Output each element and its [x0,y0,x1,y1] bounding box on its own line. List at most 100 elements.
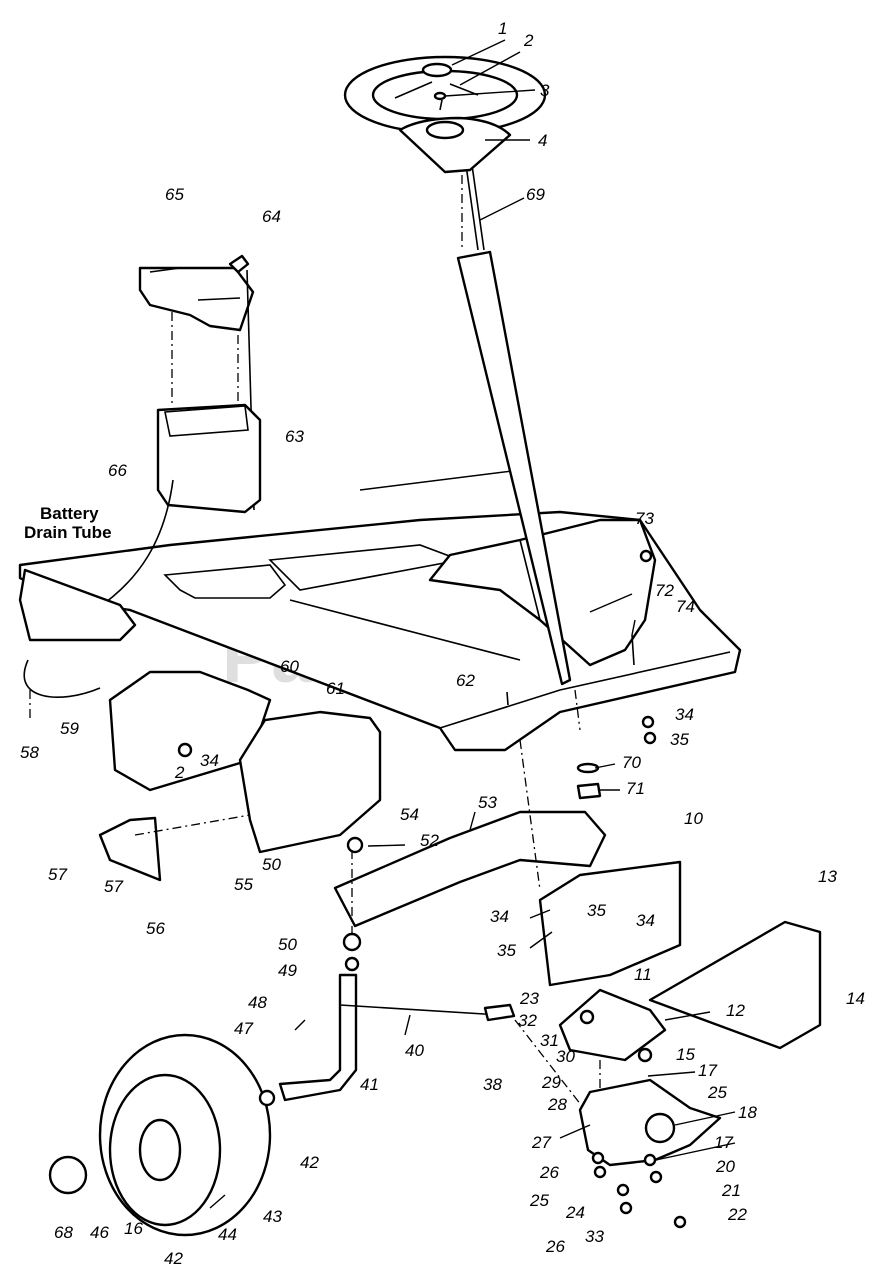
leader-lines [209,39,736,1209]
part-number-14: 14 [846,989,865,1008]
part-number-18: 18 [738,1103,757,1122]
steering-column [456,164,572,686]
part-number-68: 68 [54,1223,73,1242]
part-number-52: 52 [420,831,439,850]
front-wheel [98,1033,272,1237]
part-number-30: 30 [556,1047,575,1066]
drag-link [339,1004,501,1016]
part-number-63: 63 [285,427,304,446]
part-number-20: 20 [715,1157,735,1176]
part-number-23: 23 [519,989,539,1008]
left-frame-bracket [18,568,137,642]
part-number-12: 12 [726,1001,745,1020]
battery-drain-tube [94,479,174,611]
part-number-35c: 35 [497,941,516,960]
pinion-gear [644,1112,676,1144]
spindle [278,973,358,1102]
part-number-50b: 50 [278,935,297,954]
part-number-17b: 17 [714,1133,733,1152]
part-number-13: 13 [818,867,837,886]
part-number-61: 61 [326,679,345,698]
part-number-labels: 1 2 3 4 69 65 64 63 66 73 72 74 62 34 35… [20,19,865,1268]
part-number-26a: 26 [539,1163,559,1182]
part-number-28: 28 [547,1095,567,1114]
part-number-22: 22 [727,1205,747,1224]
part-number-50a: 50 [262,855,281,874]
part-number-74: 74 [676,597,695,616]
part-number-69: 69 [526,185,545,204]
reference-lines [29,175,601,1111]
part-number-26b: 26 [545,1237,565,1256]
part-number-73: 73 [635,509,654,528]
part-number-43: 43 [263,1207,282,1226]
part-number-11: 11 [634,965,652,984]
part-number-24: 24 [565,1203,585,1222]
front-shield-right [238,710,382,854]
battery [156,403,262,514]
part-number-10: 10 [684,809,703,828]
part-number-2: 2 [523,31,534,50]
steering-cover [648,920,822,1050]
part-number-57b: 57 [104,877,123,896]
part-number-34d: 34 [636,911,655,930]
part-number-72: 72 [655,581,674,600]
callout-battery: Battery [40,504,99,523]
part-number-3: 3 [540,81,550,100]
part-number-15: 15 [676,1045,695,1064]
front-axle [333,810,607,928]
part-number-29: 29 [541,1073,561,1092]
hub-cap [48,1155,88,1195]
part-number-35a: 35 [670,730,689,749]
part-number-35b: 35 [587,901,606,920]
part-number-33: 33 [585,1227,604,1246]
part-number-4: 4 [538,131,547,150]
part-number-25a: 25 [707,1083,727,1102]
part-number-41: 41 [360,1075,379,1094]
part-number-65: 65 [165,185,184,204]
part-number-57a: 57 [48,865,67,884]
part-number-49: 49 [278,961,297,980]
part-number-60: 60 [280,657,299,676]
part-number-64: 64 [262,207,281,226]
part-number-21: 21 [721,1181,741,1200]
callout-drain-tube: Drain Tube [24,523,112,542]
part-number-70: 70 [622,753,641,772]
wing-nut [228,254,250,274]
part-number-25b: 25 [529,1191,549,1210]
steering-wheel [343,55,547,135]
part-number-44: 44 [218,1225,237,1244]
battery-hold-down [138,266,255,332]
part-number-59: 59 [60,719,79,738]
part-number-47: 47 [234,1019,253,1038]
part-number-53: 53 [478,793,497,812]
part-number-34c: 34 [490,907,509,926]
part-number-34b: 34 [200,751,219,770]
steering-plate [558,988,667,1062]
steering-hub [398,116,512,174]
part-number-46: 46 [90,1223,109,1242]
part-number-34a: 34 [675,705,694,724]
part-number-38: 38 [483,1075,502,1094]
ball-joint [483,1003,516,1022]
part-number-2b: 2 [174,763,185,782]
part-number-17a: 17 [698,1061,717,1080]
part-number-31: 31 [540,1031,559,1050]
part-number-62: 62 [456,671,475,690]
part-number-71: 71 [626,779,645,798]
part-number-1: 1 [498,19,507,38]
part-number-55: 55 [234,875,253,894]
battery-cable [23,659,101,698]
part-number-48: 48 [248,993,267,1012]
part-number-27: 27 [531,1133,551,1152]
shield-bracket [98,816,162,882]
front-shield-left [108,670,272,792]
part-number-40: 40 [405,1041,424,1060]
hardware-fasteners [177,549,687,1229]
part-number-66: 66 [108,461,127,480]
part-number-56: 56 [146,919,165,938]
part-number-42a: 42 [300,1153,319,1172]
part-number-32: 32 [518,1011,537,1030]
part-number-16: 16 [124,1219,143,1238]
part-number-42b: 42 [164,1249,183,1268]
